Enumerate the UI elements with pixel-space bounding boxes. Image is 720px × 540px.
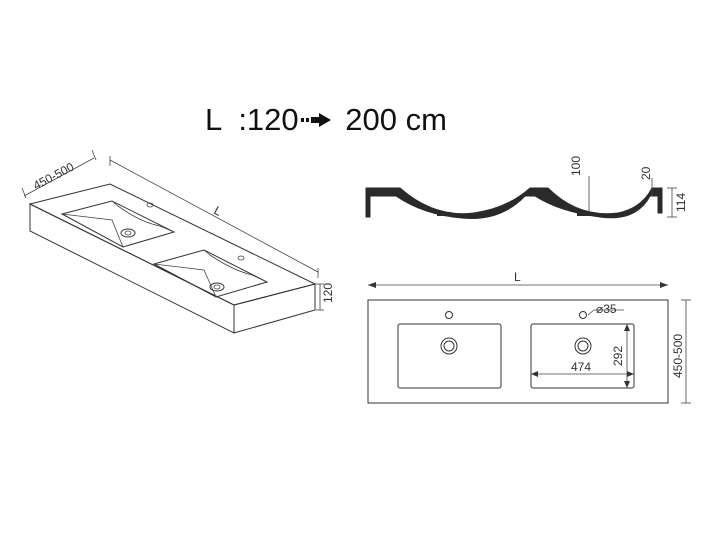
iso-drain-left bbox=[120, 228, 136, 238]
plan-drain-left bbox=[440, 337, 458, 355]
iso-basin-right bbox=[152, 249, 269, 298]
section-rim-label: 20 bbox=[639, 166, 653, 180]
plan-outline bbox=[367, 299, 669, 404]
section-drain-left bbox=[437, 212, 451, 216]
section-total-height-label: 114 bbox=[674, 193, 688, 212]
iso-top-face bbox=[28, 183, 317, 306]
isometric-view: 450-500 L 120 bbox=[21, 149, 335, 334]
iso-basin-left bbox=[60, 200, 176, 248]
plan-basin-left bbox=[397, 323, 502, 389]
iso-taphole-right bbox=[237, 255, 245, 261]
iso-drain-right bbox=[209, 282, 225, 292]
plan-view: L ⌀35 474 292 450-500 bbox=[367, 270, 691, 404]
plan-taphole-left bbox=[445, 311, 453, 319]
right-arrow-icon bbox=[300, 113, 331, 127]
section-basin-depth-label: 100 bbox=[569, 156, 583, 176]
plan-basin-width-label: 474 bbox=[571, 360, 591, 374]
section-profile bbox=[365, 187, 663, 220]
plan-basin-right bbox=[530, 323, 635, 389]
iso-side-face bbox=[233, 283, 316, 334]
iso-height-label: 120 bbox=[321, 283, 335, 303]
product-size-title: L :120 200 cm bbox=[205, 98, 447, 142]
iso-depth-label: 450-500 bbox=[31, 159, 77, 192]
iso-length-label: L bbox=[212, 203, 225, 219]
plan-drain-diameter-label: ⌀35 bbox=[596, 302, 617, 316]
plan-basin-depth-label: 292 bbox=[611, 346, 625, 366]
plan-taphole-right bbox=[579, 311, 587, 319]
plan-drain-right bbox=[574, 337, 592, 355]
iso-front-face bbox=[29, 203, 235, 334]
title-prefix: L :120 bbox=[205, 102, 299, 137]
iso-taphole-left bbox=[146, 202, 154, 208]
section-view: 100 20 114 bbox=[365, 156, 688, 220]
section-drain-right bbox=[577, 212, 591, 216]
plan-length-label: L bbox=[514, 270, 521, 284]
plan-depth-label: 450-500 bbox=[671, 334, 685, 378]
title-suffix: 200 cm bbox=[336, 102, 447, 137]
